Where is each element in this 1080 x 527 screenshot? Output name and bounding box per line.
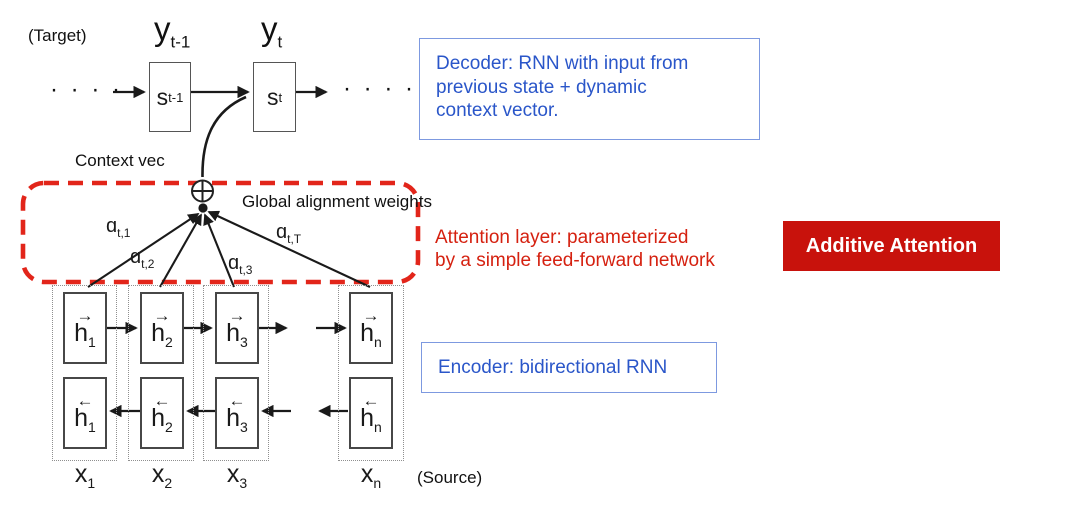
- attention-line-1: [87, 213, 200, 288]
- encoder-column-n: [338, 285, 404, 461]
- left-vector-arrow-icon: ←: [228, 391, 246, 410]
- decoder-note-line: Decoder: RNN with input from: [436, 53, 689, 74]
- weight-label-4: ɑt,T: [276, 221, 302, 246]
- left-vector-arrow-icon: ←: [362, 391, 380, 410]
- global-alignment-weights-label: Global alignment weights: [242, 192, 432, 211]
- additive-attention-badge: Additive Attention: [783, 221, 1000, 271]
- source-label: (Source): [417, 468, 483, 487]
- encoder-column-2: [128, 285, 194, 461]
- x1-label: x1: [74, 460, 96, 491]
- h-forward-2-box: →h2: [140, 292, 184, 364]
- xn-label: xn: [360, 460, 382, 491]
- decoder-note-line: context vector.: [436, 100, 559, 121]
- attention-line-3: [203, 213, 235, 288]
- ellipsis-left: · · · ·: [50, 76, 123, 103]
- weight-label-3: ɑt,3: [228, 252, 253, 277]
- h-backward-2-box: ←h2: [140, 377, 184, 449]
- h-backward-3-box: ←h3: [215, 377, 259, 449]
- context-vector-curve: [201, 95, 247, 178]
- h-forward-1-box: →h1: [63, 292, 107, 364]
- encoder-note-box: Encoder: bidirectional RNN: [421, 342, 717, 393]
- ellipsis-right: · · · ·: [343, 75, 416, 102]
- y-prev-label: yt-1: [154, 10, 191, 52]
- h-backward-1-box: ←h1: [63, 377, 107, 449]
- context-vector-label: Context vec: [75, 151, 165, 170]
- left-vector-arrow-icon: ←: [76, 391, 94, 410]
- right-vector-arrow-icon: →: [362, 306, 380, 325]
- attention-note: Attention layer: parameterized by a simp…: [435, 227, 715, 272]
- x2-label: x2: [151, 460, 173, 491]
- attention-note-line: by a simple feed-forward network: [435, 249, 715, 271]
- weight-label-2: ɑt,2: [130, 246, 155, 271]
- decoder-note-line: previous state + dynamic: [436, 76, 647, 98]
- attention-note-line: Attention layer: parameterized: [435, 227, 689, 248]
- attention-line-2: [159, 213, 202, 288]
- h-forward-3-box: →h3: [215, 292, 259, 364]
- y-curr-label: yt: [261, 10, 283, 52]
- right-vector-arrow-icon: →: [153, 306, 171, 325]
- right-vector-arrow-icon: →: [228, 306, 246, 325]
- left-vector-arrow-icon: ←: [153, 391, 171, 410]
- target-label: (Target): [28, 26, 87, 45]
- decoder-note-box: Decoder: RNN with input from previous st…: [419, 38, 760, 140]
- x3-label: x3: [226, 460, 248, 491]
- attention-converge-blob: [198, 203, 208, 213]
- encoder-note-text: Encoder: bidirectional RNN: [438, 356, 668, 378]
- encoder-column-1: [52, 285, 117, 461]
- h-forward-n-box: →hn: [349, 292, 393, 364]
- encoder-column-3: [203, 285, 269, 461]
- h-backward-n-box: ←hn: [349, 377, 393, 449]
- attention-region-outline: [20, 180, 421, 285]
- weight-label-1: ɑt,1: [106, 215, 131, 240]
- right-vector-arrow-icon: →: [76, 306, 94, 325]
- attention-line-4: [207, 210, 371, 288]
